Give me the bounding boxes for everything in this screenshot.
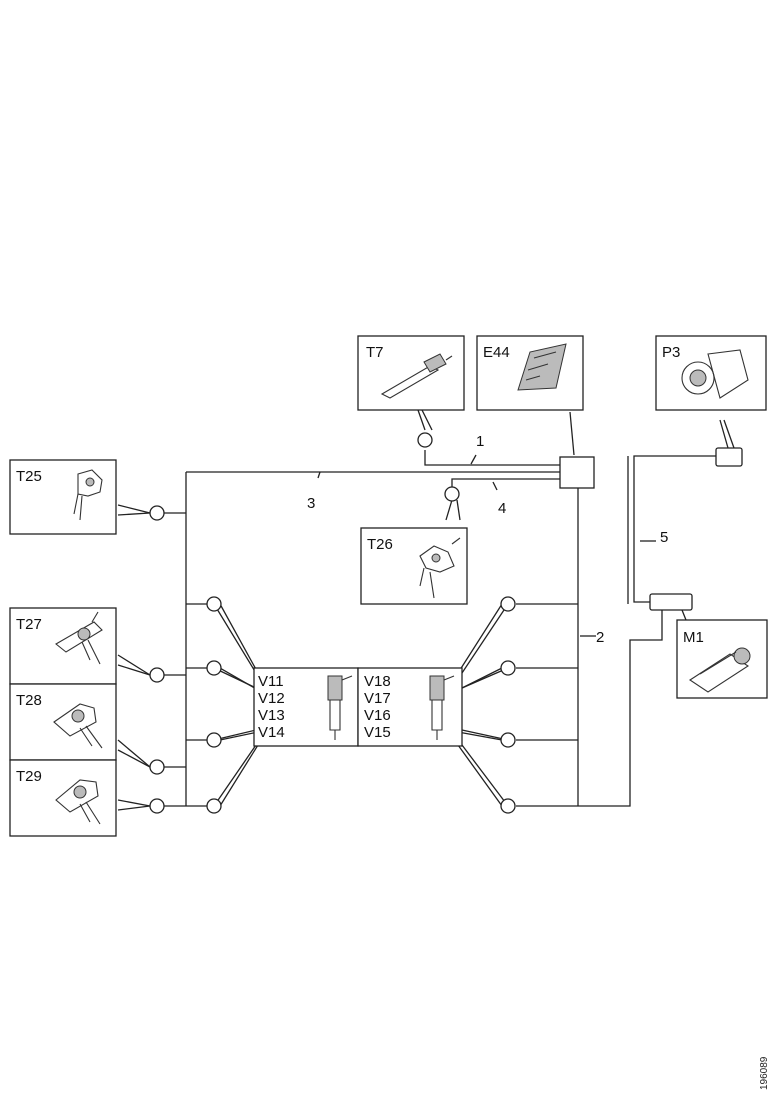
injector-icon — [429, 675, 455, 740]
label-m1: M1 — [683, 629, 704, 646]
connector-t25 — [149, 505, 165, 521]
figure-code: 196089 — [759, 1056, 770, 1090]
p3-connector — [715, 447, 743, 467]
harness-number-4: 4 — [498, 500, 506, 517]
injector-label: V14 — [258, 724, 285, 741]
label-e44: E44 — [483, 344, 510, 361]
connectors — [149, 432, 516, 814]
control-module-icon — [517, 343, 567, 391]
component-m1: M1 — [676, 619, 768, 699]
harness-number-5: 5 — [660, 529, 668, 546]
injector-icon — [327, 675, 353, 740]
pressure-sensor-icon — [419, 537, 461, 599]
connector-v12 — [206, 660, 222, 676]
label-t28: T28 — [16, 692, 42, 709]
injector-group-left: V11 V12 V13 V14 — [253, 667, 359, 747]
position-sensor-icon — [53, 703, 103, 749]
label-p3: P3 — [662, 344, 680, 361]
component-t25: T25 — [9, 459, 117, 535]
component-e44: E44 — [476, 335, 584, 411]
connector-t26 — [444, 486, 460, 502]
label-t26: T26 — [367, 536, 393, 553]
connector-t29 — [149, 798, 165, 814]
pressure-sensor-icon — [73, 469, 103, 521]
injector-label: V13 — [258, 707, 285, 724]
connector-v18 — [500, 596, 516, 612]
position-sensor-icon — [55, 779, 101, 825]
injector-group-right: V18 V17 V16 V15 — [357, 667, 463, 747]
label-t27: T27 — [16, 616, 42, 633]
harness-number-3: 3 — [307, 495, 315, 512]
starter-motor-icon — [688, 647, 751, 693]
connector-v15 — [500, 798, 516, 814]
component-t7: T7 — [357, 335, 465, 411]
injector-label: V18 — [364, 673, 391, 690]
label-t29: T29 — [16, 768, 42, 785]
injector-label: V15 — [364, 724, 391, 741]
connector-t28 — [149, 759, 165, 775]
harness-number-2: 2 — [596, 629, 604, 646]
label-t25: T25 — [16, 468, 42, 485]
connector-v14 — [206, 798, 222, 814]
component-t27: T27 — [9, 607, 117, 685]
connector-t7 — [417, 432, 433, 448]
connector-v16 — [500, 732, 516, 748]
connector-v13 — [206, 732, 222, 748]
m1-connector — [649, 593, 693, 611]
connector-t27 — [149, 667, 165, 683]
connector-v17 — [500, 660, 516, 676]
control-unit-connector — [559, 456, 595, 489]
injector-label: V16 — [364, 707, 391, 724]
component-p3: P3 — [655, 335, 767, 411]
position-sensor-icon — [55, 611, 103, 665]
component-t28: T28 — [9, 683, 117, 761]
injector-label: V11 — [258, 673, 284, 690]
injector-label: V12 — [258, 690, 285, 707]
temperature-sensor-icon — [380, 353, 453, 399]
component-t29: T29 — [9, 759, 117, 837]
connector-v11 — [206, 596, 222, 612]
label-t7: T7 — [366, 344, 384, 361]
injector-label: V17 — [364, 690, 391, 707]
harness-number-1: 1 — [476, 433, 484, 450]
component-t26: T26 — [360, 527, 468, 605]
fuel-pump-icon — [681, 349, 749, 399]
wire-harness — [117, 409, 735, 811]
